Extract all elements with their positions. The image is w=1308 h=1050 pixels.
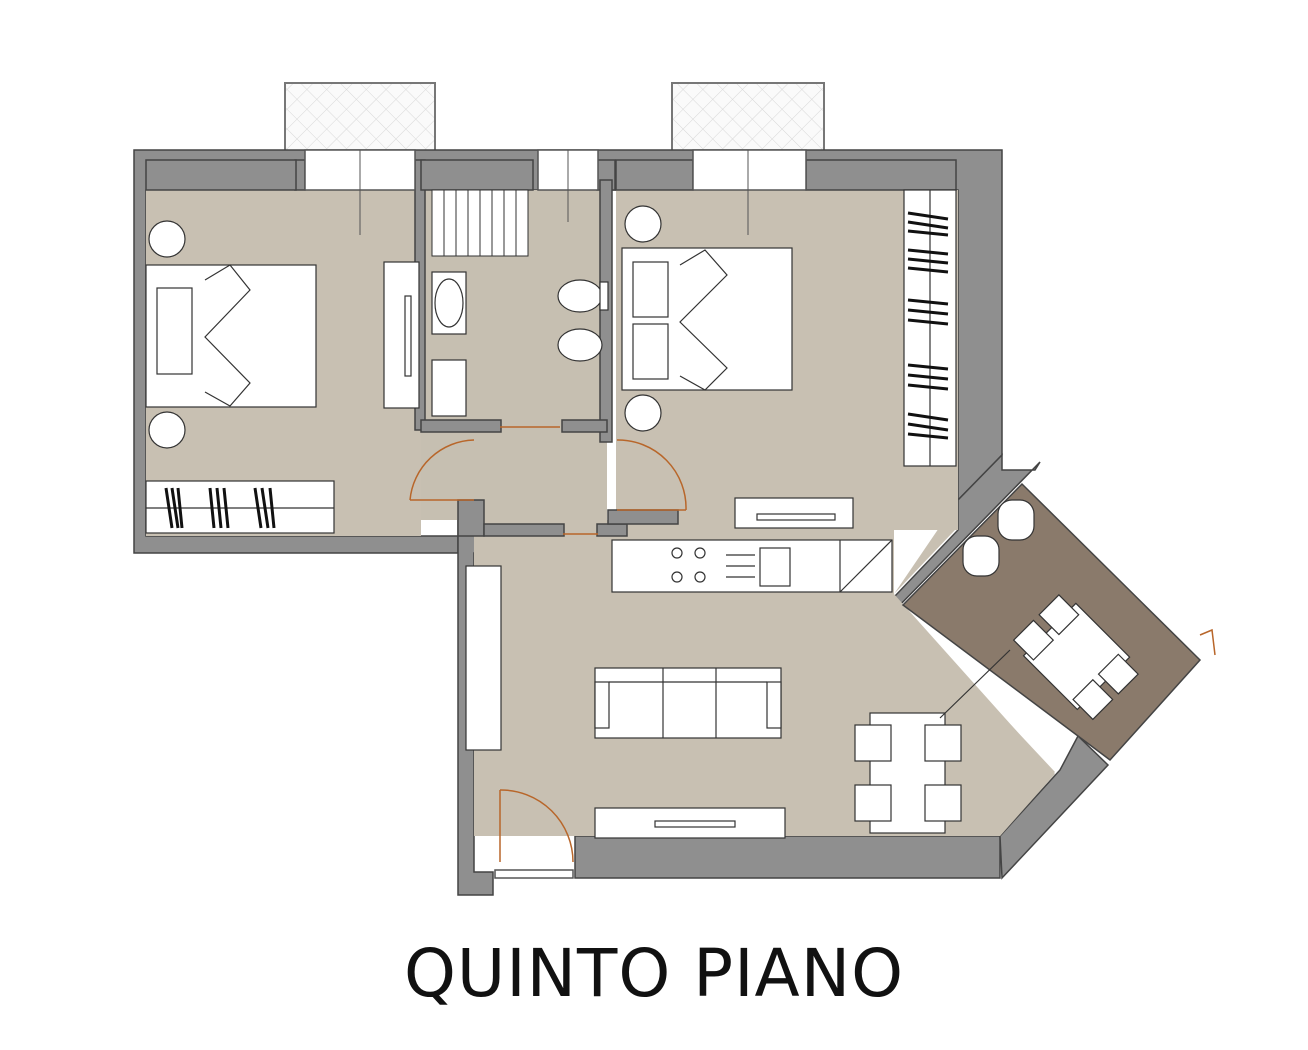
stairs-icon: [431, 189, 529, 257]
balcony-right: [671, 82, 825, 152]
door-swing-icon: [409, 426, 1216, 863]
partitions: [145, 159, 957, 537]
tv-unit: [594, 807, 786, 839]
terrace-chair: [962, 499, 1035, 577]
dining-table-icon: [854, 649, 1011, 834]
floor-title: QUINTO PIANO: [403, 935, 905, 1012]
toilet-icon: [431, 271, 609, 417]
kitchen-counter-icon: [611, 539, 893, 593]
hanger-icon: [164, 487, 276, 529]
double-bed-icon: [621, 205, 793, 432]
wardrobe-icon: [465, 565, 502, 751]
wardrobe-icon: [734, 189, 957, 529]
dining-table-icon: [1012, 594, 1139, 721]
sofa-icon: [594, 667, 782, 739]
floor-plan: [133, 82, 1216, 896]
windows: [304, 149, 807, 879]
balcony-left: [284, 82, 436, 152]
double-bed-icon: [145, 220, 317, 449]
hanger-icon: [907, 211, 949, 440]
